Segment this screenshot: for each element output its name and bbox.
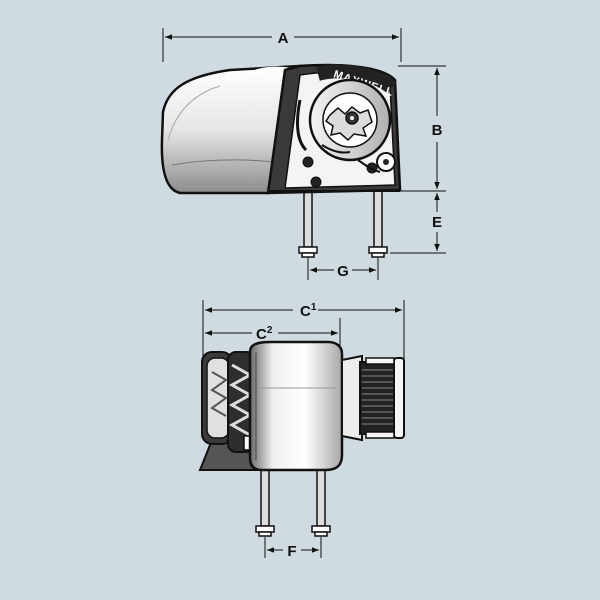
dimension-f: F xyxy=(264,537,322,560)
dimension-label-e: E xyxy=(432,214,442,231)
front-view: C1 C2 F xyxy=(198,300,405,560)
mounting-studs-side xyxy=(298,190,388,258)
dimension-label-f: F xyxy=(287,543,296,560)
motor-hood xyxy=(160,64,302,195)
dimension-g: G xyxy=(307,258,379,280)
dimension-label-a: A xyxy=(278,30,289,47)
dimension-a: A xyxy=(162,28,402,62)
dimension-label-c2: C2 xyxy=(256,325,273,343)
gypsy-housing: MAXWELL xyxy=(266,63,402,195)
windlass-body-front xyxy=(248,340,344,472)
dimension-label-c1: C1 xyxy=(300,302,317,320)
dimension-b: B xyxy=(398,65,446,192)
gypsy-assembly-front xyxy=(198,351,264,471)
capstan-drum xyxy=(341,354,405,442)
dimension-c1: C1 xyxy=(202,300,405,365)
mounting-studs-front xyxy=(255,469,331,537)
dimension-label-g: G xyxy=(337,263,349,280)
side-view: A B E G xyxy=(160,28,446,280)
dimension-e: E xyxy=(390,193,446,254)
dimension-label-b: B xyxy=(432,122,443,139)
